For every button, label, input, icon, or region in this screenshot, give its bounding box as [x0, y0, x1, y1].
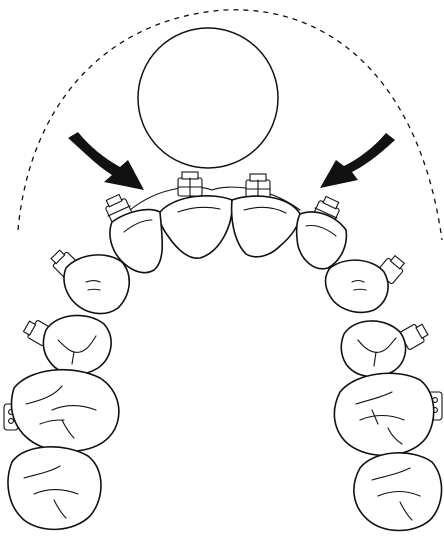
right-curved-arrow-icon: [320, 133, 395, 188]
tooth-second-molar-right: [354, 453, 442, 531]
tooth-central-incisor-left: [159, 196, 232, 258]
circle-outline: [138, 28, 278, 168]
tooth-first-molar-left: [12, 370, 119, 452]
tooth-canine-right: [326, 260, 389, 312]
tooth-second-molar-left: [8, 447, 101, 530]
left-curved-arrow-icon: [68, 132, 144, 190]
tooth-premolar-right: [341, 321, 405, 377]
bracket-central-right: [246, 174, 270, 198]
bracket-central-left: [178, 172, 202, 196]
tooth-lateral-incisor-right: [297, 212, 347, 269]
tooth-central-incisor-right: [232, 196, 300, 257]
tooth-first-molar-right: [334, 373, 433, 455]
tooth-premolar-left: [43, 315, 111, 374]
tooth-canine-left: [64, 255, 129, 314]
